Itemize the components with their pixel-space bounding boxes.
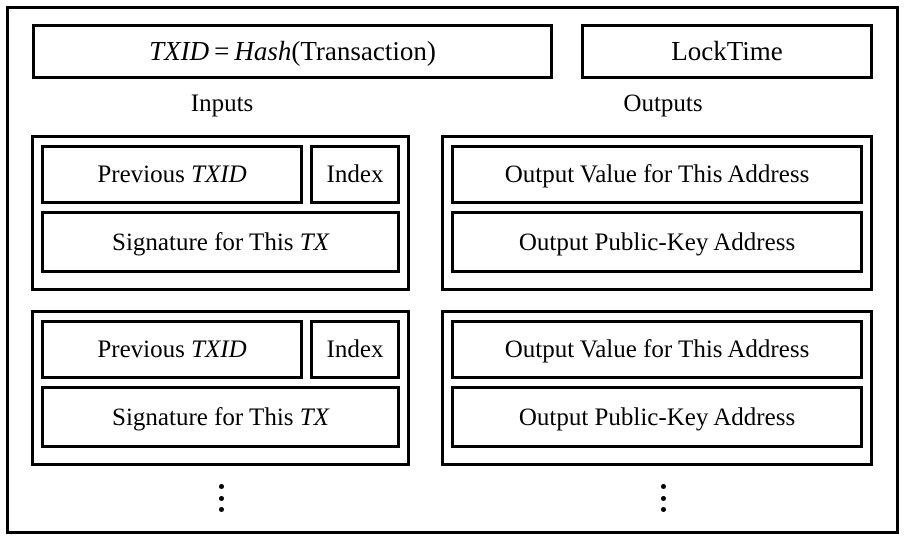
output-1-value-box: Output Value for This Address: [451, 145, 863, 204]
ellipsis-dot: [660, 507, 666, 512]
inputs-continuation-ellipsis: [214, 484, 228, 512]
input-2-index-box: Index: [310, 320, 400, 379]
input-2-signature-text: Signature for This TX: [112, 405, 329, 430]
ellipsis-dot: [218, 484, 224, 489]
input-1-previous-txid-box: Previous TXID: [41, 145, 303, 204]
outputs-caption: Outputs: [623, 90, 703, 117]
txid-formula-box: TXID=Hash(Transaction): [32, 24, 553, 79]
output-2-address-box: Output Public-Key Address: [451, 386, 863, 448]
input-group-1: Previous TXID Index Signature for This T…: [31, 135, 410, 291]
signature-prefix: Signature for This: [112, 228, 300, 256]
input-2-signature-box: Signature for This TX: [41, 386, 400, 448]
output-group-2: Output Value for This Address Output Pub…: [441, 310, 873, 466]
equals-sign: =: [214, 36, 230, 66]
input-1-signature-box: Signature for This TX: [41, 211, 400, 273]
output-2-value-box: Output Value for This Address: [451, 320, 863, 379]
input-2-previous-txid-box: Previous TXID: [41, 320, 303, 379]
hash-argument: (Transaction): [291, 36, 436, 66]
previous-prefix: Previous: [97, 161, 192, 188]
locktime-box: LockTime: [581, 24, 873, 79]
ellipsis-dot: [218, 507, 224, 512]
input-1-index-label: Index: [326, 161, 384, 188]
txid-formula-text: TXID=Hash(Transaction): [149, 38, 436, 65]
previous-prefix: Previous: [97, 336, 192, 363]
input-group-2: Previous TXID Index Signature for This T…: [31, 310, 410, 466]
ellipsis-dot: [660, 484, 666, 489]
input-1-previous-txid-text: Previous TXID: [97, 162, 246, 187]
outputs-continuation-ellipsis: [656, 484, 670, 512]
previous-txid-label: TXID: [191, 161, 247, 188]
signature-tx-label: TX: [299, 228, 329, 256]
locktime-label: LockTime: [671, 36, 783, 66]
signature-tx-label: TX: [299, 403, 329, 431]
output-group-1: Output Value for This Address Output Pub…: [441, 135, 873, 291]
ellipsis-dot: [660, 495, 666, 501]
signature-prefix: Signature for This: [112, 403, 300, 431]
input-2-index-label: Index: [326, 336, 384, 363]
input-1-signature-text: Signature for This TX: [112, 230, 329, 255]
ellipsis-dot: [218, 495, 224, 501]
previous-txid-label: TXID: [191, 336, 247, 363]
input-2-previous-txid-text: Previous TXID: [97, 337, 246, 362]
inputs-caption: Inputs: [190, 90, 254, 117]
output-1-address-box: Output Public-Key Address: [451, 211, 863, 273]
input-1-index-box: Index: [310, 145, 400, 204]
hash-label: Hash: [234, 36, 292, 66]
txid-label: TXID: [149, 36, 210, 66]
